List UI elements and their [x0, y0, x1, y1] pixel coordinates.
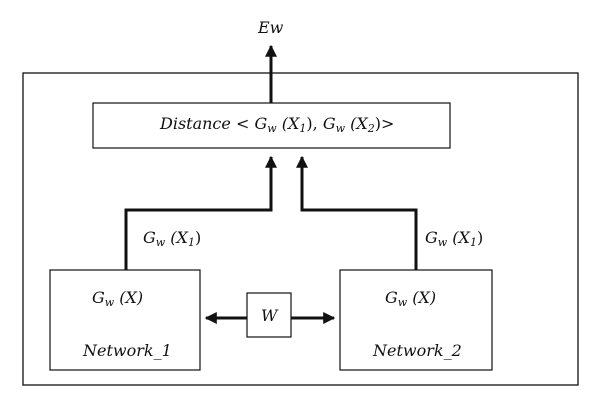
network-1-box — [49, 269, 201, 371]
network-1-function: Gw (X) — [92, 288, 144, 309]
outer-frame — [22, 72, 579, 386]
network-2-function: Gw (X) — [385, 288, 437, 309]
network-2-name: Network_2 — [373, 341, 462, 360]
distance-label: Distance < Gw (X1), Gw (X2)> — [160, 114, 395, 135]
network-1-to-distance-arrow — [124, 155, 277, 270]
left-edge-label: Gw (X1) — [143, 228, 202, 249]
output-label: Ew — [258, 18, 284, 37]
right-edge-label: Gw (X1) — [425, 228, 484, 249]
shared-weight-box — [246, 292, 292, 338]
network-1-name: Network_1 — [83, 341, 172, 360]
network-2-to-distance-arrow — [296, 155, 418, 270]
shared-weight-label: W — [261, 306, 278, 325]
